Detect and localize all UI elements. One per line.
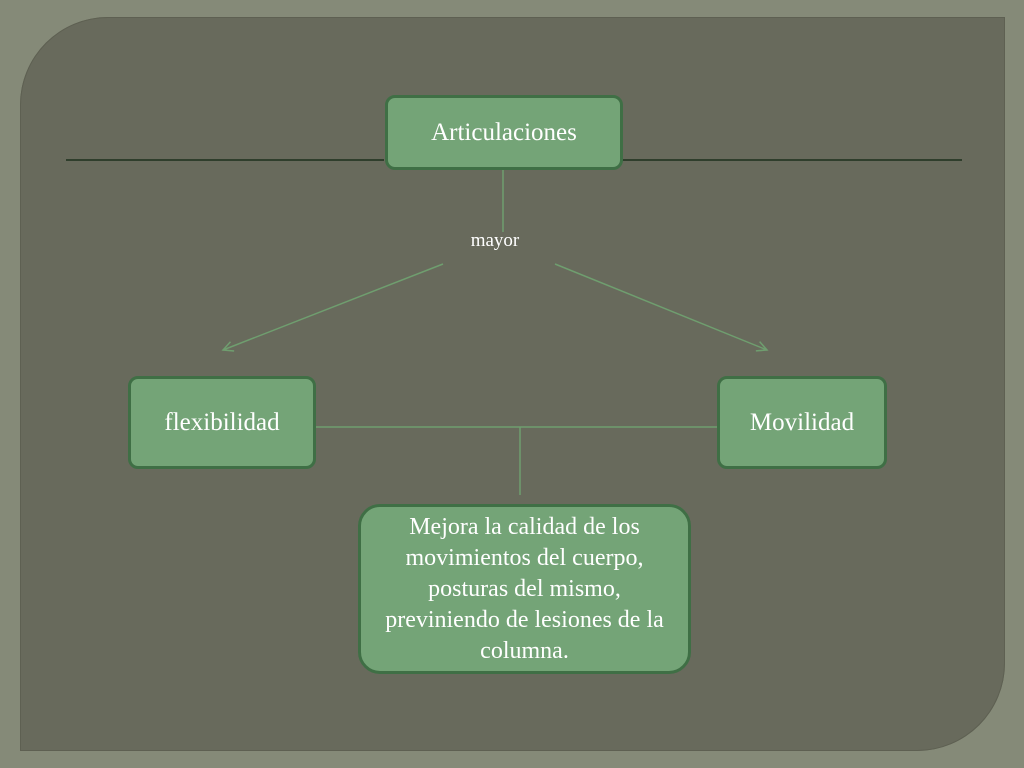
node-movilidad: Movilidad [717,376,887,469]
horizontal-rule-right [622,159,962,161]
node-result-label: Mejora la calidad de los movimientos del… [385,513,664,664]
node-flexibilidad-label: flexibilidad [164,408,280,436]
link-label-mayor: mayor [470,230,520,251]
node-articulaciones: Articulaciones [385,95,623,170]
node-movilidad-label: Movilidad [749,408,855,436]
node-flexibilidad: flexibilidad [128,376,316,469]
node-articulaciones-label: Articulaciones [431,118,577,146]
node-result: Mejora la calidad de los movimientos del… [358,504,691,674]
horizontal-rule-left [66,159,384,161]
